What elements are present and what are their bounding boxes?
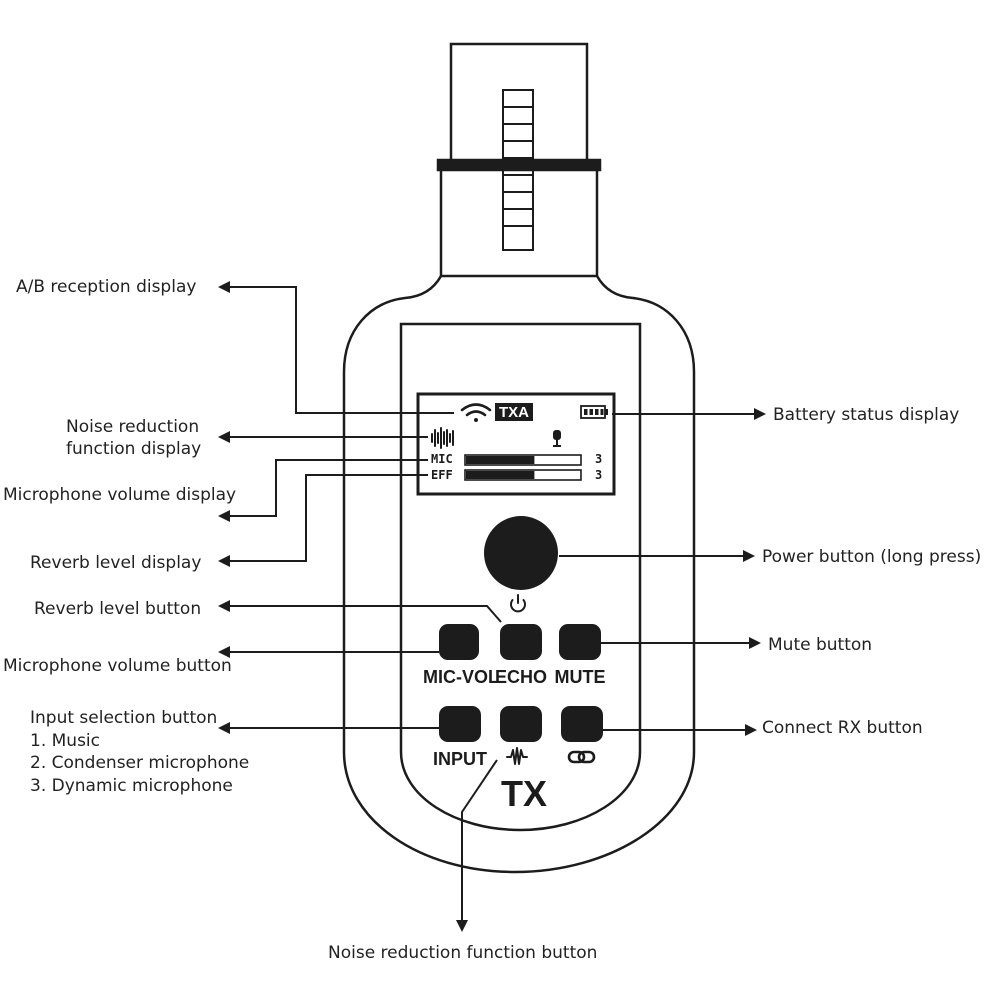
xlr-plug xyxy=(449,42,589,166)
eff-bar-fill xyxy=(466,471,535,479)
model-label: TX xyxy=(501,773,547,814)
label-mic-volume-button: Microphone volume button xyxy=(3,656,232,676)
eff-bar-track xyxy=(464,469,582,481)
callout-leaders xyxy=(218,281,766,932)
label-power-button: Power button (long press) xyxy=(762,547,981,567)
power-button[interactable] xyxy=(484,516,558,590)
callout-labels: A/B reception display Battery status dis… xyxy=(3,277,981,963)
leader-noise-button xyxy=(456,759,498,932)
wifi-icon xyxy=(460,403,492,422)
front-panel xyxy=(399,322,642,832)
plug-ladder xyxy=(502,89,534,251)
mic-vol-button[interactable] xyxy=(439,624,479,660)
label-mute-button: Mute button xyxy=(768,635,872,655)
noise-reduction-button[interactable] xyxy=(500,706,542,742)
input-button[interactable] xyxy=(439,706,481,742)
mute-label: MUTE xyxy=(555,667,606,687)
label-input-option-2: 2. Condenser microphone xyxy=(30,753,249,773)
label-reverb-display: Reverb level display xyxy=(30,553,201,573)
label-input-selection: Input selection button xyxy=(30,708,217,728)
echo-label: ECHO xyxy=(495,667,547,687)
label-input-option-1: 1. Music xyxy=(30,731,100,751)
device-body xyxy=(342,42,696,874)
mic-bar-track xyxy=(464,454,582,466)
battery-icon xyxy=(580,405,608,419)
channel-label: TXA xyxy=(499,404,529,421)
input-label: INPUT xyxy=(433,749,487,769)
noise-reduction-waveform-icon xyxy=(431,427,454,449)
label-battery-status: Battery status display xyxy=(773,405,959,425)
label-mic-volume-display: Microphone volume display xyxy=(3,485,236,505)
lcd-screen: TXA MIC 3 xyxy=(416,392,616,496)
connect-rx-button[interactable] xyxy=(561,706,603,742)
mic-vol-label: MIC-VOL xyxy=(423,667,499,687)
label-ab-reception: A/B reception display xyxy=(16,277,196,297)
leader-ab-reception xyxy=(218,281,454,414)
mute-button[interactable] xyxy=(559,624,601,660)
label-input-option-3: 3. Dynamic microphone xyxy=(30,776,233,796)
label-noise-button: Noise reduction function button xyxy=(328,943,597,963)
label-noise-display-2: function display xyxy=(66,439,201,459)
leader-reverb-button xyxy=(218,600,502,623)
label-noise-display-1: Noise reduction xyxy=(66,417,199,437)
label-reverb-button: Reverb level button xyxy=(34,599,201,619)
mic-bar-fill xyxy=(466,456,535,464)
power-icon xyxy=(510,594,526,613)
xlr-collar xyxy=(436,158,602,172)
mic-label: MIC xyxy=(431,452,453,466)
eff-value: 3 xyxy=(595,468,602,482)
link-icon xyxy=(567,750,596,764)
leader-mic-volume-display xyxy=(218,459,428,522)
noise-reduction-wave-icon xyxy=(506,747,528,765)
label-connect-rx: Connect RX button xyxy=(762,718,923,738)
body-outline xyxy=(342,275,696,874)
leader-reverb-display xyxy=(218,474,428,567)
screen-frame xyxy=(416,392,616,496)
eff-label: EFF xyxy=(431,468,453,482)
mic-value: 3 xyxy=(595,452,602,466)
plug-neck xyxy=(439,170,599,278)
microphone-icon xyxy=(553,430,561,447)
channel-badge xyxy=(495,403,533,421)
echo-button[interactable] xyxy=(500,624,542,660)
